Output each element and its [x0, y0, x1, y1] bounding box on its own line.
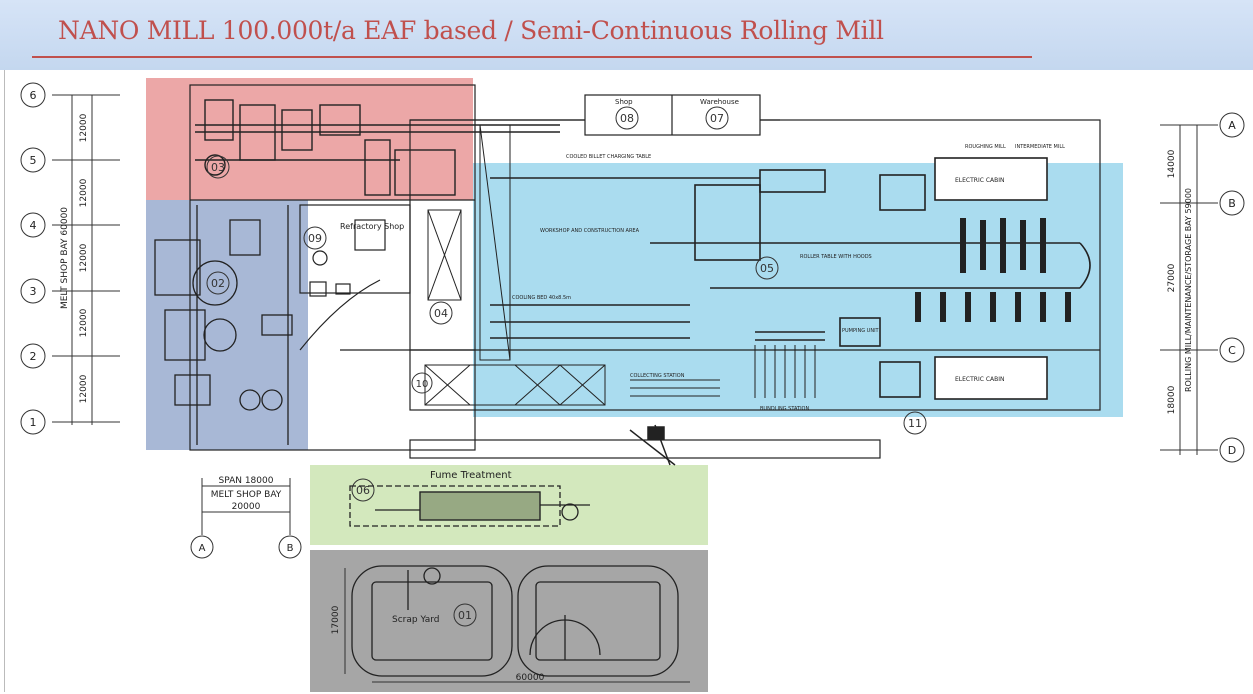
- zone-09-label: 09: [308, 232, 322, 245]
- zone-11-label: 11: [908, 417, 922, 430]
- storage-racks: [424, 124, 606, 406]
- bottom-span-dimension: [190, 478, 302, 559]
- crane-cross: [629, 424, 676, 466]
- cooling-bed: [630, 345, 816, 398]
- left-total-label: MELT SHOP BAY 60000: [60, 207, 70, 309]
- zone-01-label: 01: [458, 609, 472, 622]
- rolling-line: [490, 157, 1091, 400]
- roller-table-label: ROLLER TABLE WITH HOODS: [800, 254, 872, 260]
- bay-dimension: 20000: [232, 502, 261, 512]
- right-grid-axis: [1160, 112, 1245, 463]
- cooling-bed-label: COOLING BED 40x8.5m: [512, 295, 571, 301]
- zone-04-label: 04: [434, 307, 448, 320]
- electric-cabin-bottom-label: ELECTRIC CABIN: [955, 376, 1004, 383]
- grid-row-6: 6: [30, 89, 37, 102]
- zone-07-label: 07: [710, 112, 724, 125]
- ccm-zone: [146, 78, 473, 200]
- grid-row-2: 2: [30, 350, 37, 363]
- bottom-col-B: B: [287, 543, 294, 554]
- cooled-billet-label: COOLED BILLET CHARGING TABLE: [566, 154, 651, 160]
- span-label: SPAN 18000: [219, 476, 274, 486]
- scrap-yard-label: Scrap Yard: [392, 615, 439, 625]
- right-span-label: 14000: [1167, 149, 1177, 178]
- shop-label: Shop: [615, 98, 633, 106]
- zone-10-label: 10: [416, 379, 429, 390]
- scrap-width-dim: 60000: [516, 673, 545, 683]
- title-bar: NANO MILL 100.000t/a EAF based / Semi-Co…: [0, 0, 1253, 70]
- zone-08-label: 08: [620, 112, 634, 125]
- workshop-label: WORKSHOP AND CONSTRUCTION AREA: [540, 228, 640, 234]
- left-span-label: 12000: [79, 374, 89, 403]
- grid-row-5: 5: [30, 154, 37, 167]
- left-grid-axis: [20, 82, 120, 435]
- scrap-height-dim: 17000: [331, 605, 341, 634]
- zone-callout-markers: [206, 106, 927, 627]
- scrap-zone: [310, 550, 708, 692]
- grid-col-B: B: [1228, 197, 1236, 210]
- bundling-station-label: BUNDLING STATION: [760, 406, 809, 412]
- grid-col-A: A: [1228, 119, 1236, 132]
- warehouse-label: Warehouse: [700, 98, 739, 106]
- right-span-label: 18000: [1167, 385, 1177, 414]
- bay-label: MELT SHOP BAY: [211, 490, 282, 500]
- left-span-label: 12000: [79, 113, 89, 142]
- left-span-label: 12000: [79, 308, 89, 337]
- zone-03-label: 03: [211, 161, 225, 174]
- title-underline: [32, 56, 1032, 58]
- scrap-dimensions: [344, 568, 690, 683]
- grid-col-C: C: [1228, 344, 1236, 357]
- melt-shop-zone: [146, 200, 308, 450]
- grid-col-D: D: [1228, 444, 1236, 457]
- melt-shop-equipment: [154, 205, 293, 445]
- left-span-label: 12000: [79, 243, 89, 272]
- zone-02-label: 02: [211, 277, 225, 290]
- intermediate-mill-label: INTERMEDIATE MILL: [1015, 144, 1065, 150]
- rolling-stands: [915, 218, 1071, 322]
- grid-row-4: 4: [30, 219, 37, 232]
- fume-treatment-label: Fume Treatment: [430, 470, 512, 481]
- page-title: NANO MILL 100.000t/a EAF based / Semi-Co…: [58, 16, 884, 45]
- collecting-station-label: COLLECTING STATION: [630, 373, 685, 379]
- right-span-label: 27000: [1167, 263, 1177, 292]
- scrap-yard-pits: [351, 565, 679, 677]
- bottom-col-A: A: [199, 543, 206, 554]
- left-span-label: 12000: [79, 178, 89, 207]
- fume-treatment-equipment: [349, 485, 590, 527]
- grid-row-3: 3: [30, 285, 37, 298]
- roughing-mill-label: ROUGHING MILL: [965, 144, 1006, 150]
- pumping-unit-label: PUMPING UNIT: [842, 328, 880, 334]
- electric-cabin-top-label: ELECTRIC CABIN: [955, 177, 1004, 184]
- zone-05-label: 05: [760, 262, 774, 275]
- refractory-shop-label: Refractory Shop: [340, 222, 404, 231]
- grid-row-1: 1: [30, 416, 37, 429]
- zone-06-label: 06: [356, 484, 370, 497]
- right-total-label: ROLLING MILL/MAINTENANCE/STORAGE BAY 590…: [1184, 188, 1193, 392]
- refractory-equipment: [299, 204, 411, 297]
